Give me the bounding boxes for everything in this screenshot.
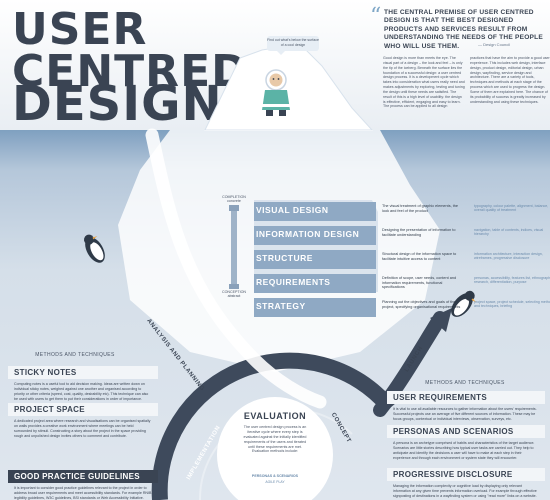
completion-title: COMPLETION xyxy=(222,195,246,199)
method-box-good-practice: GOOD PRACTICE GUIDELINES It is important… xyxy=(8,470,158,500)
iceberg-tip xyxy=(204,43,374,131)
plane-information-design: INFORMATION DESIGN Designing the present… xyxy=(254,224,543,248)
plane-techniques: personas, accessibility, features list, … xyxy=(474,276,550,285)
plane-name: STRUCTURE xyxy=(256,253,313,263)
plane-techniques: information architecture, interaction de… xyxy=(474,252,543,261)
plane-structure: STRUCTURE Structural design of the infor… xyxy=(254,248,543,272)
plane-bar xyxy=(254,250,376,269)
completion-sub: concrete xyxy=(227,199,241,203)
plane-techniques: navigation, table of contents, indices, … xyxy=(474,228,544,237)
conception-sub: abstract xyxy=(227,294,241,298)
plane-bar xyxy=(254,202,376,221)
methods-heading-left: METHODS AND TECHNIQUES xyxy=(35,352,115,358)
method-text: A persona is an archetype comprised of h… xyxy=(393,441,535,460)
method-text: Computing notes is a useful tool to aid … xyxy=(14,382,149,401)
evaluation-tag: PERSONAS & SCENARIOS xyxy=(251,474,299,478)
plane-visual-design: VISUAL DESIGN The visual treatment of gr… xyxy=(254,200,548,224)
plane-strategy: STRATEGY Planning out the objectives and… xyxy=(254,296,550,320)
plane-name: INFORMATION DESIGN xyxy=(256,229,360,239)
analysis-ribbon xyxy=(145,128,327,409)
design-planes: VISUAL DESIGN The visual treatment of gr… xyxy=(254,200,550,320)
intro-column-1: Good design is more than meets the eye. … xyxy=(383,56,465,109)
evaluation-circle xyxy=(217,397,333,500)
method-text: A dedicated project area where research … xyxy=(14,419,151,438)
method-text: Managing the information complexity or c… xyxy=(393,484,537,498)
launch-ribbon xyxy=(373,311,447,417)
plane-description: Designing the presentation of informatio… xyxy=(382,228,456,237)
quote-citation: — Design Council xyxy=(478,42,511,47)
plane-bar xyxy=(254,274,376,293)
methods-heading-right: METHODS AND TECHNIQUES xyxy=(425,380,505,386)
conception-label: CONCEPTION abstract xyxy=(214,290,254,298)
planes-band xyxy=(254,200,378,292)
method-title: STICKY NOTES xyxy=(8,366,158,379)
pull-quote: THE CENTRAL PREMISE OF USER CENTRED DESI… xyxy=(384,9,543,50)
plane-bar xyxy=(254,298,376,317)
title-line-1: USER xyxy=(12,4,148,55)
method-box-progressive-disclosure: PROGRESSIVE DISCLOSURE Managing the info… xyxy=(387,468,545,499)
quote-mark-icon: “ xyxy=(370,4,382,29)
method-title: USER REQUIREMENTS xyxy=(387,391,545,404)
plane-name: REQUIREMENTS xyxy=(256,277,331,287)
plane-description: Definition of scope, user needs, content… xyxy=(382,276,457,290)
speech-bubble: Find out what's below the surface of a c… xyxy=(267,36,319,55)
launch-arrowhead xyxy=(430,308,452,332)
header: USER CENTRED DESIGN “ THE CENTRAL PREMIS… xyxy=(0,0,550,130)
completion-label: COMPLETION concrete xyxy=(214,195,254,203)
scale-bar xyxy=(231,210,237,285)
plane-bar xyxy=(254,226,376,245)
title-line-2: CENTRED xyxy=(12,46,249,97)
plane-techniques: project space, project schedule, selecti… xyxy=(474,300,550,309)
method-title: PROGRESSIVE DISCLOSURE xyxy=(387,468,545,481)
method-box-sticky-notes: STICKY NOTES Computing notes is a useful… xyxy=(8,366,158,401)
method-text: It is vital to use all available resourc… xyxy=(393,407,537,421)
plane-requirements: REQUIREMENTS Definition of scope, user n… xyxy=(254,272,550,296)
method-title: PROJECT SPACE xyxy=(8,403,158,416)
conception-title: CONCEPTION xyxy=(222,290,246,294)
method-box-personas: PERSONAS AND SCENARIOS A persona is an a… xyxy=(387,425,545,460)
plane-description: Planning out the objectives and goals of… xyxy=(382,300,461,309)
method-title: GOOD PRACTICE GUIDELINES xyxy=(8,470,158,483)
evaluation-text: The user centred design process is an it… xyxy=(243,425,307,454)
method-text: It is important to consider good practic… xyxy=(14,486,152,500)
method-title: PERSONAS AND SCENARIOS xyxy=(387,425,545,438)
plane-name: STRATEGY xyxy=(256,301,306,311)
intro-column-2: practices that have the aim to provide a… xyxy=(470,56,550,104)
eskimo-figure xyxy=(262,69,290,116)
evaluation-sub: AGILE PLAY xyxy=(265,480,285,484)
method-box-project-space: PROJECT SPACE A dedicated project area w… xyxy=(8,403,158,438)
plane-description: Structural design of the information spa… xyxy=(382,252,457,261)
penguin-left xyxy=(84,234,105,263)
cycle-arc xyxy=(151,352,397,500)
method-box-user-requirements: USER REQUIREMENTS It is vital to use all… xyxy=(387,391,545,422)
plane-techniques: typography, colour palette, alignment, b… xyxy=(474,204,549,213)
title-line-3: DESIGN xyxy=(12,76,223,132)
plane-description: The visual treatment of graphic elements… xyxy=(382,204,458,213)
evaluation-title: EVALUATION xyxy=(243,411,307,421)
penguin-right xyxy=(451,290,476,317)
plane-name: VISUAL DESIGN xyxy=(256,205,329,215)
